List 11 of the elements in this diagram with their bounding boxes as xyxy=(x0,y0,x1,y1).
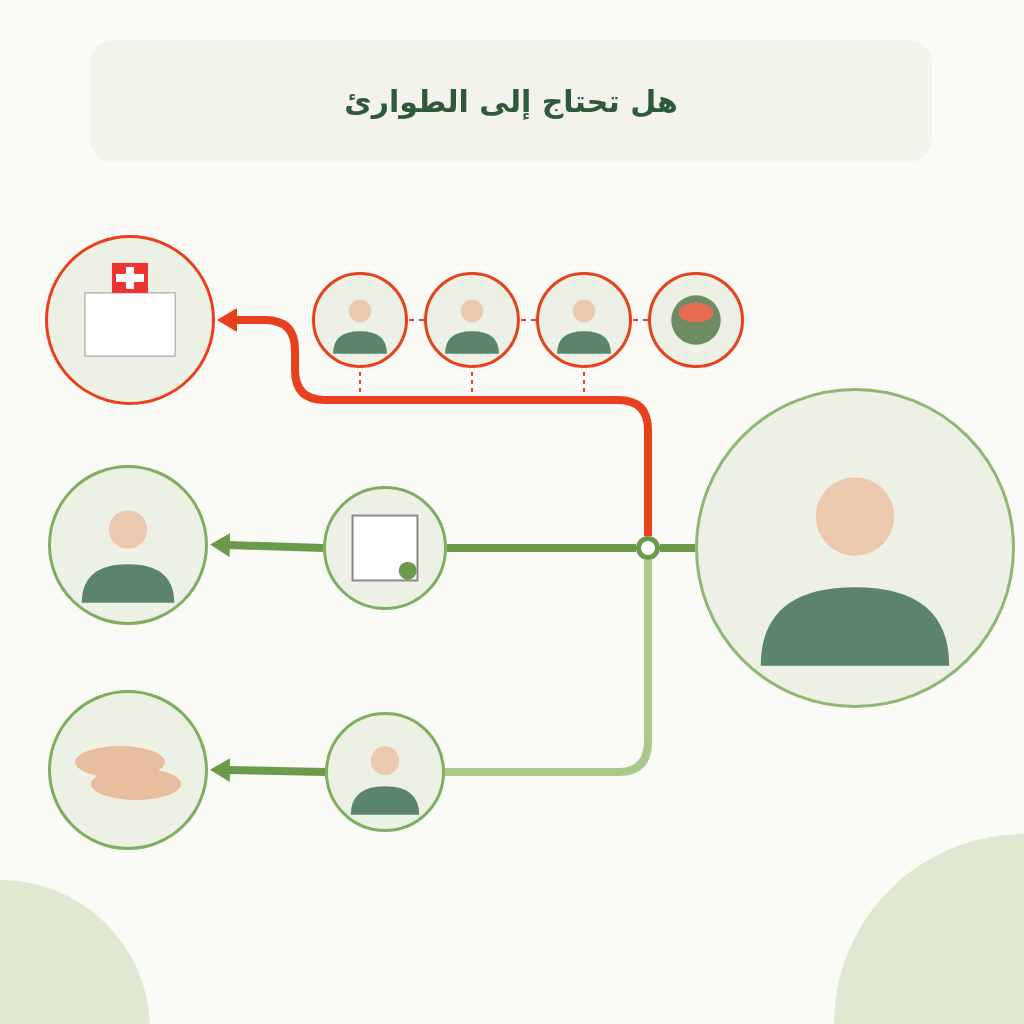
connector-line xyxy=(445,560,652,776)
title: هل تحتاج إلى الطوارئ xyxy=(344,83,678,119)
arrow xyxy=(217,308,652,536)
connector-line xyxy=(407,319,425,321)
arrow xyxy=(210,533,324,558)
junction-circle xyxy=(636,536,660,560)
connector-line xyxy=(660,544,695,552)
connector-line xyxy=(519,319,537,321)
connector-line xyxy=(631,319,649,321)
arrow xyxy=(210,758,326,783)
connector-line xyxy=(447,544,636,552)
